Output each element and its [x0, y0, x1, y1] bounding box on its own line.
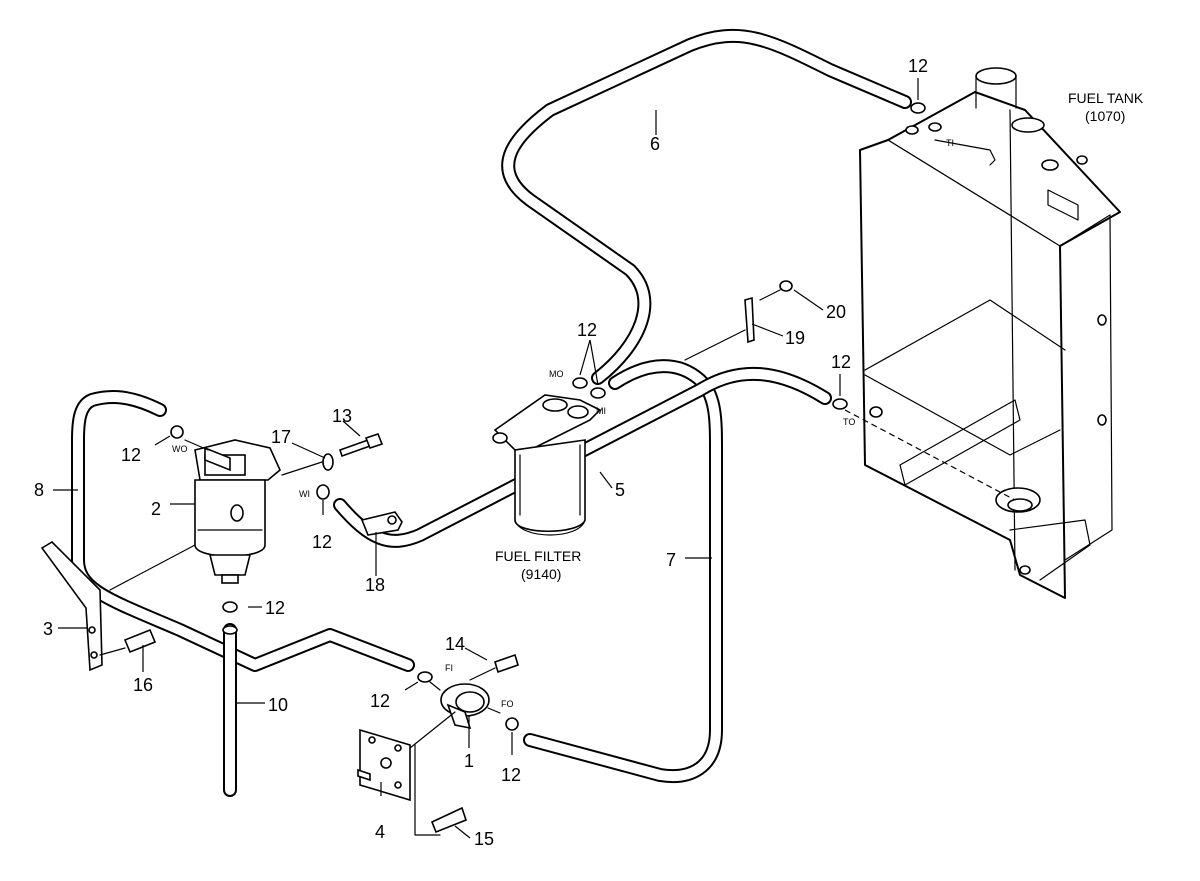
- callout-3: 3: [43, 619, 53, 639]
- hose-6: [501, 28, 912, 385]
- fuel-tank: [859, 67, 1121, 599]
- callout-12-fo: 12: [501, 765, 521, 785]
- callout-4: 4: [375, 822, 385, 842]
- bolt-16: [99, 628, 157, 656]
- callout-10: 10: [268, 695, 288, 715]
- bracket: [40, 540, 196, 672]
- callout-12-filter: 12: [577, 320, 597, 340]
- leader-lines: [53, 78, 919, 839]
- fuel-tank-title: FUEL TANK: [1068, 90, 1144, 106]
- callout-2: 2: [151, 499, 161, 519]
- callout-12-drain: 12: [265, 598, 285, 618]
- callout-12-wo: 12: [121, 445, 141, 465]
- bolt-20: [759, 280, 793, 301]
- clamp-18: [360, 511, 403, 536]
- hose-7: [523, 359, 723, 783]
- callout-7: 7: [666, 550, 676, 570]
- callout-12-fi: 12: [370, 691, 390, 711]
- bolt-13: [338, 433, 384, 458]
- callout-20: 20: [826, 302, 846, 322]
- callout-12-tank-out: 12: [831, 352, 851, 372]
- callout-18: 18: [365, 575, 385, 595]
- callout-1: 1: [464, 751, 474, 771]
- fuel-filter: [492, 394, 602, 536]
- callout-17: 17: [271, 427, 291, 447]
- callout-15: 15: [474, 829, 494, 849]
- port-mi: MI: [596, 406, 606, 416]
- callout-13: 13: [332, 406, 352, 426]
- callout-8: 8: [34, 480, 44, 500]
- port-fo: FO: [501, 699, 514, 709]
- port-to: TO: [843, 417, 855, 427]
- callout-14: 14: [445, 634, 465, 654]
- fuel-tank-code: (1070): [1085, 108, 1125, 124]
- clip-19: [684, 296, 755, 361]
- port-mo: MO: [549, 369, 564, 379]
- hose-8: [71, 390, 415, 672]
- port-wi: WI: [299, 489, 310, 499]
- port-wo: WO: [172, 444, 188, 454]
- callout-19: 19: [785, 328, 805, 348]
- port-ti: TI: [946, 138, 954, 148]
- mounting-plate: [357, 711, 456, 802]
- fuel-filter-title: FUEL FILTER: [495, 548, 581, 564]
- callout-5: 5: [615, 480, 625, 500]
- port-fi: FI: [445, 663, 453, 673]
- callout-16: 16: [133, 675, 153, 695]
- washer-17: [281, 453, 334, 476]
- fuel-filter-code: (9140): [521, 566, 561, 582]
- water-separator: [184, 439, 281, 584]
- callout-12-tank-top: 12: [908, 56, 928, 76]
- bolt-14: [469, 653, 519, 681]
- hose-10: [222, 623, 238, 797]
- fuel-pump: [429, 681, 501, 730]
- bolt-15: [414, 744, 467, 836]
- hose-clamps: [170, 102, 926, 731]
- callout-12-wi: 12: [312, 532, 332, 552]
- callout-6: 6: [650, 134, 660, 154]
